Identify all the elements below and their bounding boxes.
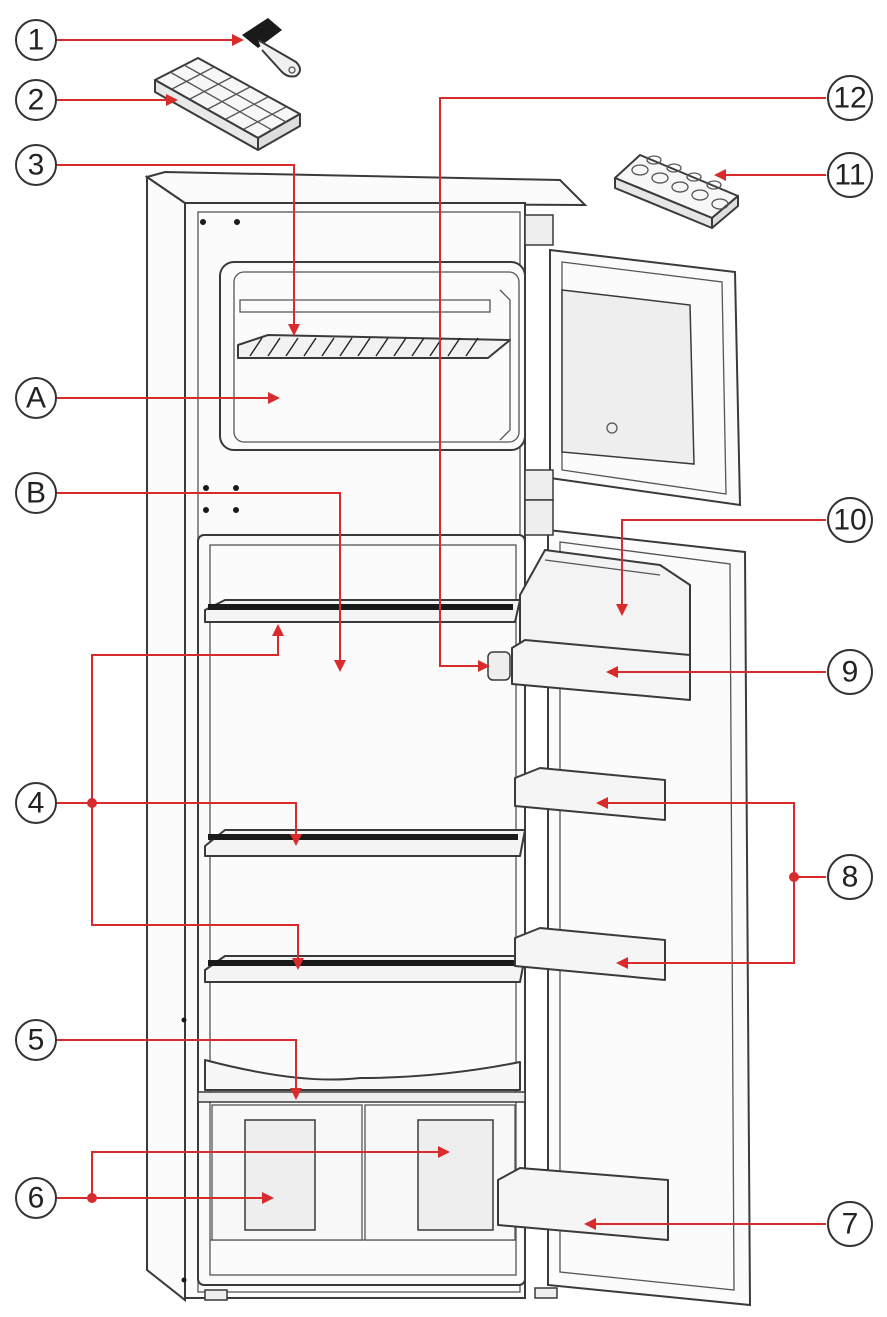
callout-2: 2	[15, 79, 57, 121]
callout-4: 4	[15, 782, 57, 824]
leader-9	[606, 666, 826, 678]
glass-shelf-middle-drawing	[204, 829, 526, 857]
svg-text:A: A	[26, 382, 46, 415]
svg-text:11: 11	[834, 159, 865, 192]
door-rack-middle-drawing	[514, 767, 666, 821]
fridge-door-drawing	[524, 499, 752, 1307]
leader-4	[56, 624, 304, 970]
callout-8: 8	[827, 854, 873, 900]
glass-shelf-top-drawing	[204, 599, 521, 623]
ice-cube-tray-drawing	[154, 57, 301, 151]
vegetable-crisper-drawing	[211, 1104, 516, 1241]
svg-text:7: 7	[842, 1208, 859, 1241]
callout-B: B	[15, 472, 57, 514]
svg-text:2: 2	[28, 84, 45, 117]
glass-shelf-lower-drawing	[204, 955, 526, 983]
egg-tray-drawing	[614, 154, 739, 229]
svg-text:1: 1	[28, 24, 45, 57]
svg-text:9: 9	[842, 656, 859, 689]
callout-1: 1	[15, 19, 57, 61]
callout-5: 5	[15, 1019, 57, 1061]
upper-door-rack-drawing	[511, 639, 691, 701]
svg-text:10: 10	[833, 504, 866, 537]
leader-B	[56, 492, 346, 672]
bottle-rack-drawing	[497, 1167, 669, 1241]
callout-7: 7	[827, 1201, 873, 1247]
svg-text:8: 8	[842, 861, 859, 894]
callout-12: 12	[827, 75, 873, 121]
leader-A	[56, 392, 280, 404]
leader-7	[584, 1218, 826, 1230]
ice-scraper-drawing	[242, 18, 301, 78]
leader-11	[714, 169, 826, 181]
leader-3	[56, 164, 300, 336]
ice-shelf-grid-drawing	[237, 334, 511, 359]
freezer-door-drawing	[524, 214, 742, 507]
leader-1	[56, 34, 244, 46]
crisper-cover-drawing	[197, 1059, 526, 1103]
leader-12	[439, 97, 826, 672]
svg-text:6: 6	[28, 1182, 45, 1215]
leader-2	[56, 94, 178, 106]
leader-8	[596, 797, 826, 969]
callout-A: A	[15, 377, 57, 419]
svg-text:3: 3	[28, 149, 45, 182]
callout-10: 10	[827, 497, 873, 543]
svg-text:B: B	[26, 477, 46, 510]
thermostat-knob-drawing	[487, 651, 511, 681]
callout-9: 9	[827, 649, 873, 695]
leader-lines	[56, 34, 826, 1230]
leader-5	[56, 1039, 302, 1100]
callout-3: 3	[15, 144, 57, 186]
svg-text:12: 12	[833, 82, 866, 115]
callout-11: 11	[827, 152, 873, 198]
svg-text:4: 4	[28, 787, 45, 820]
leader-10	[616, 519, 826, 616]
leader-6	[56, 1146, 450, 1204]
svg-text:5: 5	[28, 1024, 45, 1057]
callout-6: 6	[15, 1177, 57, 1219]
